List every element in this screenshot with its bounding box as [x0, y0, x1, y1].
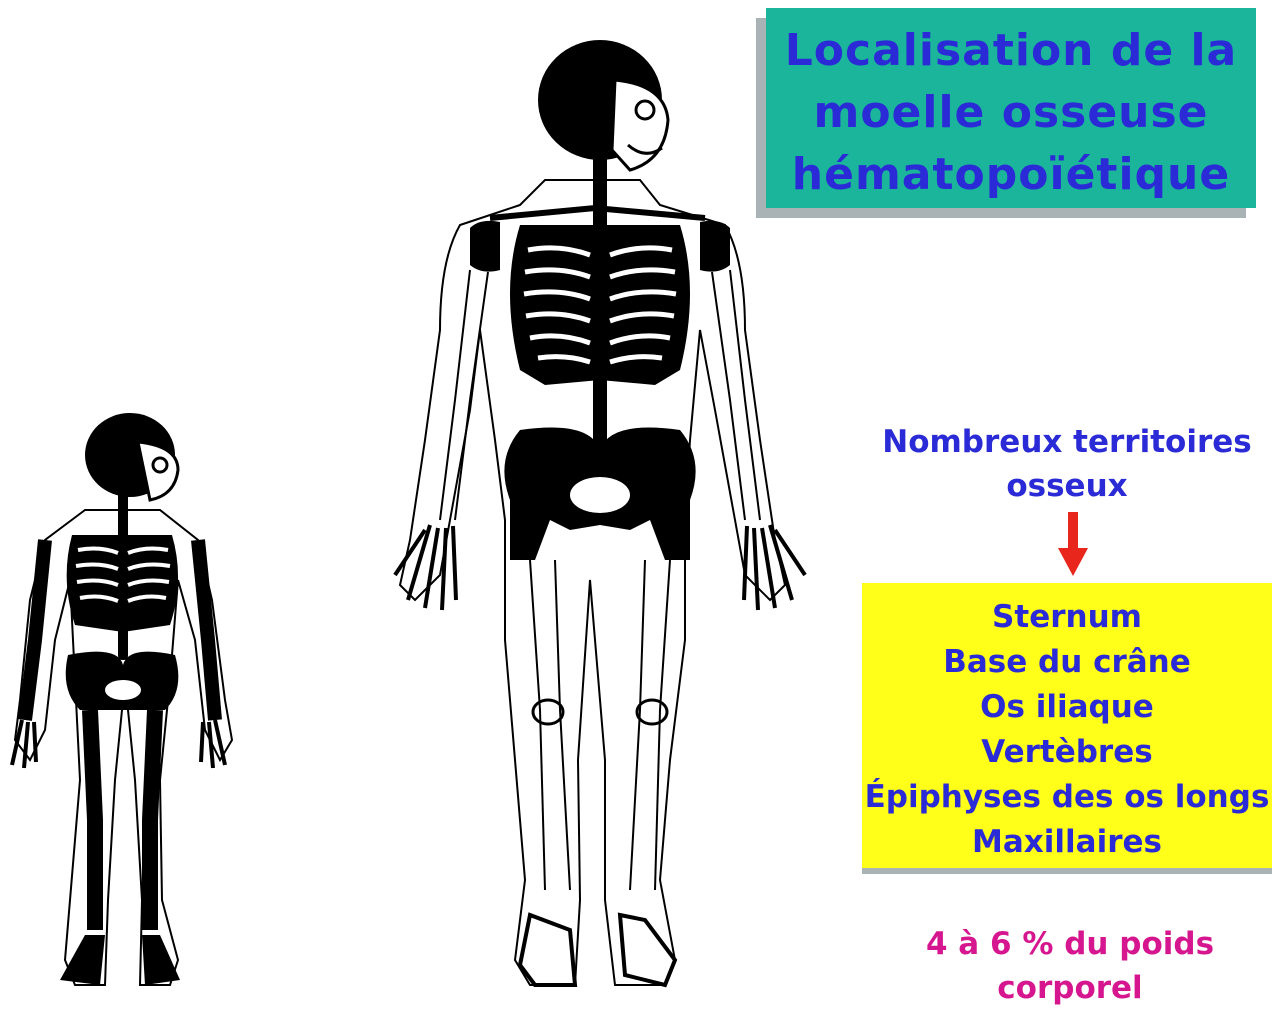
- title-line-2: moelle osseuse: [766, 82, 1256, 144]
- list-item: Base du crâne: [862, 640, 1272, 685]
- title-box: Localisation de la moelle osseuse hémato…: [766, 8, 1256, 208]
- list-item: Os iliaque: [862, 685, 1272, 730]
- list-item: Maxillaires: [862, 820, 1272, 865]
- list-item: Épiphyses des os longs: [862, 775, 1272, 820]
- arrow-down-icon: [1058, 512, 1088, 578]
- list-item: Vertèbres: [862, 730, 1272, 775]
- adult-hand-right: [744, 525, 805, 610]
- bone-sites-box: Sternum Base du crâne Os iliaque Vertèbr…: [862, 583, 1272, 868]
- adult-shoulder-left: [470, 221, 500, 272]
- territories-note: Nombreux territoires osseux: [862, 420, 1272, 508]
- body-weight-note: 4 à 6 % du poids corporel: [880, 922, 1260, 1010]
- note-line-2: osseux: [862, 464, 1272, 508]
- footer-line-1: 4 à 6 % du poids: [880, 922, 1260, 966]
- bone-sites-list: Sternum Base du crâne Os iliaque Vertèbr…: [862, 583, 1272, 865]
- adult-skeleton-icon: [395, 40, 805, 985]
- footer-line-2: corporel: [880, 966, 1260, 1010]
- title-line-1: Localisation de la: [766, 20, 1256, 82]
- note-line-1: Nombreux territoires: [862, 420, 1272, 464]
- adult-foot-right: [620, 915, 675, 985]
- adult-foot-left: [520, 915, 575, 985]
- title-line-3: hématopoïétique: [766, 144, 1256, 206]
- list-item: Sternum: [862, 595, 1272, 640]
- child-skeleton-icon: [12, 413, 232, 985]
- adult-shoulder-right: [700, 221, 730, 272]
